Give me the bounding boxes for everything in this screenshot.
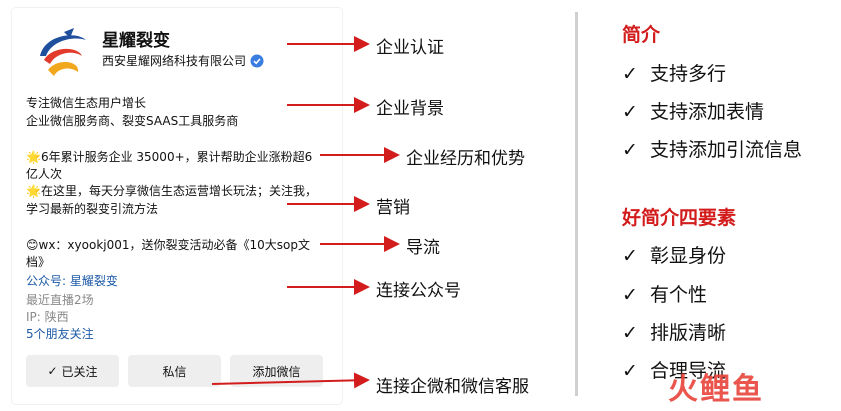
annotation-link-service: 连接企微和微信客服 bbox=[376, 377, 529, 397]
elements-title: 好简介四要素 bbox=[622, 207, 737, 229]
elements-item-4: ✓ 合理导流 bbox=[622, 356, 726, 383]
bio-line-1: 专注微信生态用户增长 bbox=[26, 96, 147, 110]
bio-line-5: 🌟在这里，每天分享微信生态运营增长玩法；关注我， bbox=[26, 182, 317, 199]
annotation-experience: 企业经历和优势 bbox=[406, 149, 525, 169]
annotation-verify: 企业认证 bbox=[376, 38, 444, 58]
company-name: 星耀裂变 bbox=[102, 31, 170, 51]
check-icon: ✓ bbox=[47, 364, 58, 378]
intro-item-1: ✓ 支持多行 bbox=[622, 59, 726, 86]
intro-item-3-text: 支持添加引流信息 bbox=[650, 139, 803, 161]
sparkle-icon: 🌟 bbox=[26, 150, 41, 164]
bio-line-8: 档》 bbox=[26, 255, 51, 269]
bio-line-6: 学习最新的裂变引流方法 bbox=[26, 202, 159, 216]
sparkle-icon: 🌟 bbox=[26, 184, 41, 198]
add-wechat-button-label: 添加微信 bbox=[252, 364, 301, 379]
check-icon: ✓ bbox=[622, 360, 638, 382]
elements-item-2: ✓ 有个性 bbox=[622, 280, 707, 307]
bio-line-2: 企业微信服务商、裂变SAAS工具服务商 bbox=[26, 114, 239, 128]
check-icon: ✓ bbox=[622, 101, 638, 123]
check-icon: ✓ bbox=[622, 63, 638, 85]
profile-card: 星耀裂变 西安星耀网络科技有限公司 专注微信生态用户增长 企业微信服务商、裂变S… bbox=[12, 8, 342, 404]
bio-line-5-text: 在这里，每天分享微信生态运营增长玩法；关注我， bbox=[40, 184, 317, 198]
followed-button[interactable]: ✓ 已关注 bbox=[26, 355, 119, 387]
bio-line-3: 🌟6年累计服务企业 35000+，累计帮助企业涨粉超6 bbox=[26, 148, 312, 165]
elements-item-2-text: 有个性 bbox=[650, 284, 708, 306]
smile-emoji-icon: 😊 bbox=[26, 238, 39, 252]
annotation-marketing: 营销 bbox=[376, 198, 410, 218]
followed-button-label: 已关注 bbox=[61, 364, 98, 379]
elements-item-3-text: 排版清晰 bbox=[650, 322, 727, 344]
elements-item-1-text: 彰显身份 bbox=[650, 245, 727, 267]
watermark-logo: 火鲤鱼 bbox=[668, 372, 764, 407]
bio-line-7: 😊wx：xyookj001，送你裂变活动必备《10大sop文 bbox=[26, 236, 310, 253]
bio-line-7-text: wx：xyookj001，送你裂变活动必备《10大sop文 bbox=[38, 238, 310, 252]
intro-item-2-text: 支持添加表情 bbox=[650, 101, 765, 123]
company-full-name-text: 西安星耀网络科技有限公司 bbox=[102, 54, 247, 68]
elements-item-4-text: 合理导流 bbox=[650, 360, 727, 382]
elements-item-3: ✓ 排版清晰 bbox=[622, 318, 726, 345]
official-account-link[interactable]: 公众号: 星耀裂变 bbox=[26, 274, 118, 288]
check-icon: ✓ bbox=[622, 139, 638, 161]
annotation-traffic: 导流 bbox=[406, 238, 440, 258]
annotation-link-account: 连接公众号 bbox=[376, 281, 461, 301]
friends-following-link[interactable]: 5个朋友关注 bbox=[26, 327, 94, 341]
intro-item-2: ✓ 支持添加表情 bbox=[622, 97, 764, 124]
verified-badge-icon bbox=[250, 54, 264, 67]
check-icon: ✓ bbox=[622, 245, 638, 267]
message-button-label: 私信 bbox=[162, 364, 187, 379]
bio-line-4: 亿人次 bbox=[26, 167, 63, 181]
intro-item-1-text: 支持多行 bbox=[650, 63, 727, 85]
check-icon: ✓ bbox=[622, 284, 638, 306]
check-icon: ✓ bbox=[622, 322, 638, 344]
company-logo bbox=[40, 28, 86, 76]
intro-item-3: ✓ 支持添加引流信息 bbox=[622, 135, 802, 162]
live-count: 最近直播2场 bbox=[26, 293, 94, 307]
elements-item-1: ✓ 彰显身份 bbox=[622, 241, 726, 268]
intro-title: 简介 bbox=[622, 24, 661, 46]
annotation-background: 企业背景 bbox=[376, 99, 444, 119]
company-full-name: 西安星耀网络科技有限公司 bbox=[102, 52, 264, 69]
message-button[interactable]: 私信 bbox=[128, 355, 221, 387]
bio-line-3-text: 6年累计服务企业 35000+，累计帮助企业涨粉超6 bbox=[40, 150, 313, 164]
arrow-link-service bbox=[211, 372, 370, 389]
vertical-divider bbox=[575, 12, 578, 396]
ip-location: IP: 陕西 bbox=[26, 310, 69, 324]
